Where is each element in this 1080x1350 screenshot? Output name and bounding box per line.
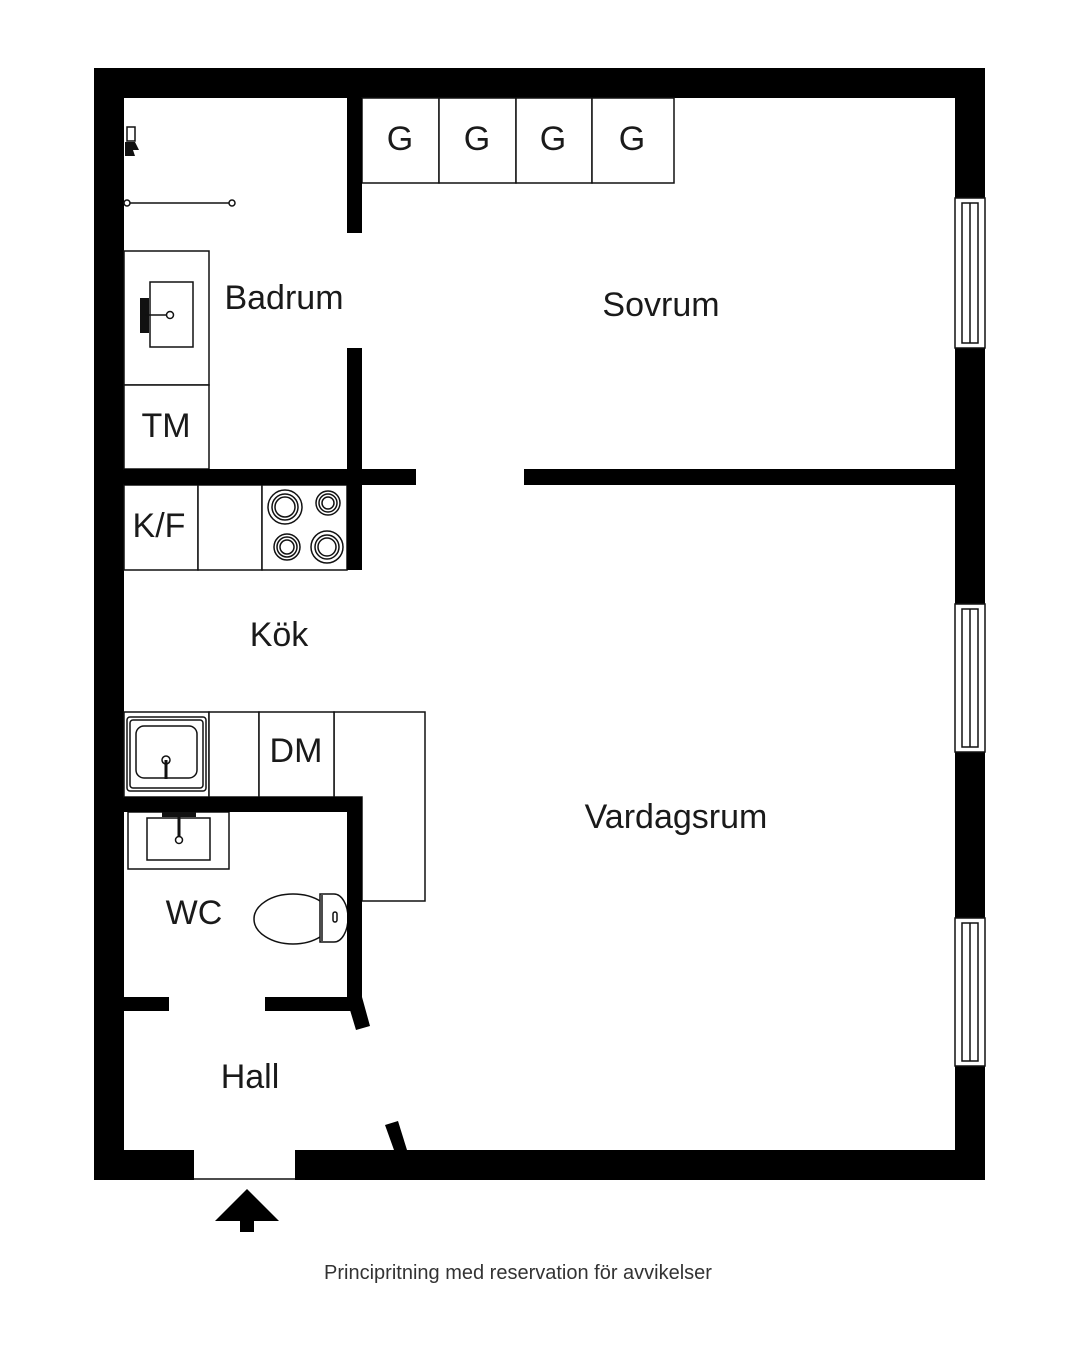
window-bedroom (954, 197, 986, 349)
wardrobes: G G G G (361, 97, 675, 184)
wc-door-stub (347, 997, 370, 1030)
washing-machine-label: TM (141, 407, 190, 445)
dishwasher (258, 711, 335, 798)
wardrobe-label: G (387, 120, 413, 158)
window-living-1 (954, 603, 986, 753)
footer-note: Principritning med reservation för avvik… (324, 1262, 712, 1284)
wc-sink-icon (146, 811, 211, 861)
fridge-freezer-label: K/F (133, 507, 186, 545)
fridge-freezer (123, 484, 199, 571)
bathroom-sink-icon (140, 281, 194, 348)
wc-fixtures (127, 811, 349, 945)
kitchen-upper-counter: K/F (123, 484, 348, 571)
window-living-2 (954, 917, 986, 1067)
shower-head-icon (125, 126, 139, 156)
bathroom-fixtures: TM (123, 126, 236, 470)
outer-walls (94, 68, 985, 1180)
wardrobe-label: G (464, 120, 490, 158)
toilet-icon (253, 893, 349, 945)
windows (954, 197, 986, 1067)
kitchen-sink-icon (126, 716, 207, 792)
room-label-living-room: Vardagsrum (585, 798, 768, 836)
room-label-bathroom: Badrum (224, 279, 343, 317)
counter-segment (208, 711, 260, 798)
entrance-arrow-icon (215, 1189, 279, 1232)
wardrobe-label: G (540, 120, 566, 158)
stove-burners-icon (267, 489, 344, 564)
room-label-kitchen: Kök (250, 616, 310, 654)
wardrobe-label: G (619, 120, 645, 158)
shower-rail (123, 199, 236, 207)
interior-walls (124, 98, 955, 1150)
counter-segment (197, 484, 263, 571)
washing-machine (123, 384, 210, 470)
kitchen-lower-counter: DM (123, 711, 426, 902)
room-label-hall: Hall (221, 1058, 280, 1096)
room-labels: Badrum Sovrum Kök Vardagsrum WC Hall (166, 279, 768, 1096)
room-label-bedroom: Sovrum (602, 286, 719, 324)
dishwasher-label: DM (270, 732, 323, 770)
entrance-door-stub (385, 1121, 407, 1150)
room-label-wc: WC (166, 894, 223, 932)
